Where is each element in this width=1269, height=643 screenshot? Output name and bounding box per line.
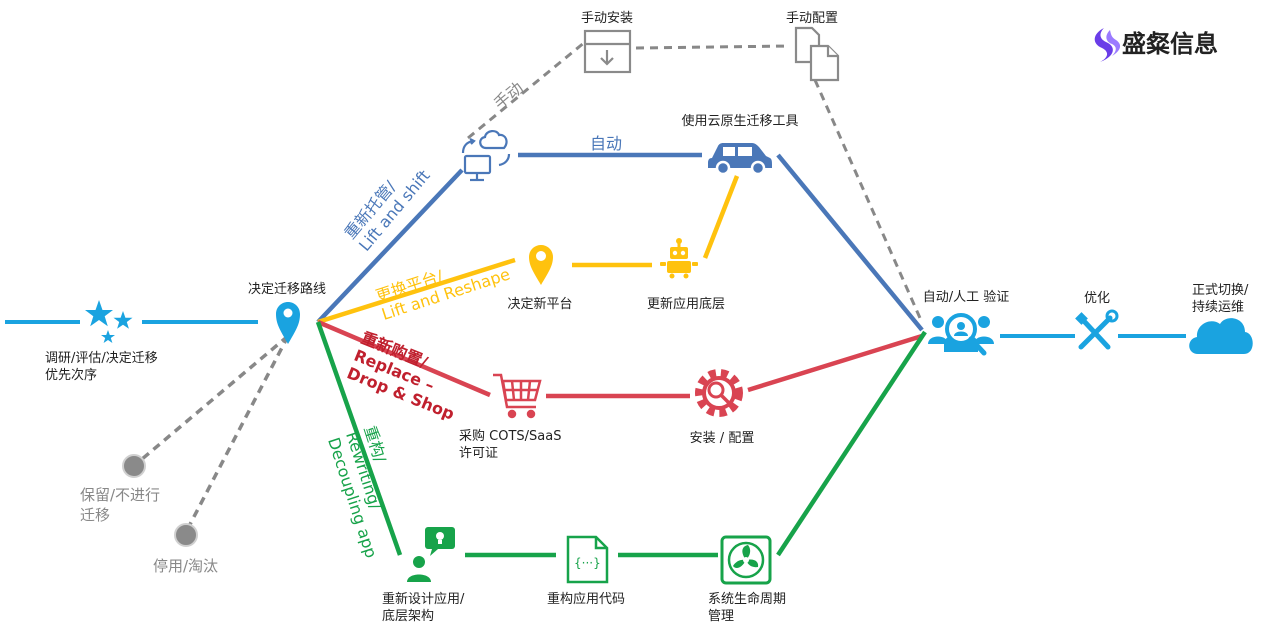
label-retain: 保留/不进行迁移 [80, 486, 160, 524]
gear-search-icon [695, 369, 743, 417]
retire-dot-icon [174, 523, 198, 547]
label-cloud-tool: 使用云原生迁移工具 [681, 113, 798, 129]
label-line: 优化 [1084, 291, 1110, 306]
label-route-refactor: 重构/Rewriting/Decoupling app [324, 423, 417, 560]
brand-logo-icon [1094, 28, 1121, 62]
edge-rehost-1 [316, 168, 464, 324]
label-line: 迁移 [80, 506, 110, 524]
cloud-migrate-icon [461, 130, 511, 182]
label-purchase: 采购 COTS/SaaS 许可证 [459, 428, 561, 461]
label-line: 更新应用底层 [647, 296, 725, 312]
brand-name: 盛粲信息 [1122, 30, 1218, 58]
location-pin-icon [276, 302, 300, 344]
label-line: 停用/淘汰 [153, 557, 218, 575]
label-line: 系统生命周期 [708, 591, 786, 607]
label-route-repurchase: 重新购置/Replace –Drop & Shop [344, 328, 471, 424]
label-line: 优先次序 [45, 367, 97, 383]
config-documents-icon [794, 26, 840, 82]
label-optimize: 优化 [1084, 291, 1110, 306]
lifecycle-fan-icon [720, 535, 772, 585]
label-manual-install: 手动安装 [581, 11, 633, 26]
label-route-rehost: 重新托管/Lift and shift [341, 154, 434, 255]
label-line: 手动配置 [786, 11, 838, 26]
label-line: 使用云原生迁移工具 [681, 113, 798, 129]
label-line: 重新设计应用/ [382, 591, 465, 607]
redesign-user-icon [407, 527, 455, 582]
label-line: 许可证 [459, 446, 498, 461]
label-line: 手动安装 [581, 11, 633, 26]
label-retire: 停用/淘汰 [153, 557, 218, 575]
label-refactor-code: 重构应用代码 [547, 591, 625, 607]
label-line: 调研/评估/决定迁移 [45, 351, 158, 366]
label-line: 保留/不进行 [80, 486, 160, 504]
label-line: 重构应用代码 [547, 591, 625, 607]
edge-repurchase-verify [747, 333, 923, 393]
label-route-replatform: 更换平台/Lift and Reshape [373, 246, 512, 323]
retain-dot-icon [122, 454, 146, 478]
label-line: 自动/人工 验证 [923, 289, 1010, 305]
edge-install-config [635, 44, 791, 50]
install-box-icon [583, 29, 632, 74]
label-decide-route: 决定迁移路线 [248, 281, 326, 297]
label-line: 决定新平台 [507, 296, 572, 312]
label-redesign: 重新设计应用/底层架构 [382, 591, 465, 624]
connection-lines [5, 40, 1186, 558]
tools-icon [1075, 309, 1119, 350]
code-document-icon: {···} [566, 535, 609, 584]
label-edge-auto: 自动 [590, 134, 622, 153]
label-cutover: 正式切换/持续运维 [1192, 283, 1249, 315]
label-update-layer: 更新应用底层 [647, 296, 725, 312]
car-icon [708, 143, 772, 176]
label-new-platform: 决定新平台 [507, 296, 572, 312]
label-line: 自动 [590, 134, 622, 153]
label-manual-config: 手动配置 [786, 11, 838, 26]
edge-repurchase-1 [317, 319, 491, 398]
verify-team-icon [928, 313, 994, 356]
edge-refactor-verify [776, 330, 927, 557]
edge-config-verify [813, 79, 922, 319]
label-install-config: 安装 / 配置 [690, 431, 755, 446]
stars-icon [85, 300, 133, 343]
label-line: 正式切换/ [1192, 283, 1249, 298]
robot-icon [660, 238, 698, 279]
label-line: 决定迁移路线 [248, 281, 326, 297]
label-line: 持续运维 [1192, 300, 1244, 315]
label-line: 采购 COTS/SaaS [459, 428, 561, 444]
platform-pin-icon [529, 245, 553, 285]
cloud-icon [1189, 318, 1253, 354]
edge-retain [133, 334, 290, 467]
label-line: 底层架构 [382, 608, 434, 624]
label-line: 手动 [490, 78, 527, 113]
label-verify: 自动/人工 验证 [923, 289, 1010, 305]
edge-replatform-3 [702, 175, 740, 259]
label-edge-manual: 手动 [490, 78, 527, 113]
label-line: 安装 / 配置 [690, 431, 755, 446]
svg-text:{···}: {···} [574, 556, 601, 570]
label-assess: 调研/评估/决定迁移优先次序 [45, 351, 158, 383]
edge-refactor-1 [315, 321, 403, 556]
edge-manual-install [467, 40, 586, 140]
edge-retire [183, 335, 290, 535]
edge-replatform-1 [317, 257, 516, 325]
label-line: 管理 [708, 609, 734, 624]
edge-rehost-verify [776, 153, 924, 332]
label-sdlc: 系统生命周期管理 [708, 591, 786, 624]
shopping-cart-icon [493, 373, 542, 419]
